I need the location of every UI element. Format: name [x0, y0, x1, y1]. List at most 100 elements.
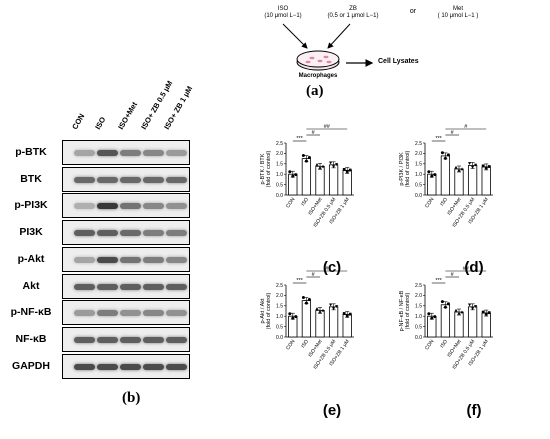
data-point	[318, 165, 322, 169]
data-point	[342, 168, 346, 171]
bar-chart-0: 0.00.51.01.52.02.5p-BTK / BTK(fold of co…	[260, 124, 354, 276]
blot-band	[166, 363, 187, 370]
blot-band	[143, 363, 164, 370]
y-tick-label: 0.0	[276, 193, 283, 199]
blot-band	[143, 336, 164, 343]
data-point	[468, 303, 472, 307]
blot-band	[166, 150, 187, 156]
blot-band	[143, 310, 164, 317]
data-point	[433, 173, 437, 177]
bar-chart-1: 0.00.51.01.52.02.5p-PI3K / PI3K(fold of …	[399, 124, 493, 276]
data-point	[315, 163, 319, 166]
blot-band	[120, 150, 141, 156]
data-point	[487, 311, 491, 315]
y-tick-label: 1.0	[276, 314, 283, 320]
bar	[454, 168, 464, 196]
met-dose: ( 10 μmol L−1 )	[437, 13, 479, 19]
significance-label: ***	[296, 136, 303, 142]
bar	[440, 155, 451, 196]
data-point	[457, 311, 461, 315]
y-tick-label: 2.5	[276, 283, 283, 289]
bar	[467, 165, 478, 196]
y-tick-label: 0.5	[415, 182, 422, 188]
blot-band	[120, 310, 141, 317]
blot-band	[166, 203, 187, 210]
y-axis-label: p-NF-κB / NF-κB	[399, 290, 405, 331]
met-label: Met	[452, 6, 463, 12]
data-point	[427, 170, 431, 174]
significance-label: #	[312, 130, 316, 136]
data-point	[345, 170, 349, 173]
zb-label: ZB	[349, 6, 357, 12]
y-tick-label: 1.5	[415, 304, 422, 310]
blot-band	[97, 203, 118, 210]
data-point	[430, 174, 434, 178]
blot-band	[166, 336, 187, 343]
significance-label: #	[464, 124, 468, 130]
data-point	[342, 312, 346, 315]
data-point	[294, 315, 298, 319]
significance-label: #	[451, 130, 455, 136]
blot-strip	[62, 326, 190, 352]
bar	[328, 164, 339, 196]
x-tick-label: CON	[424, 338, 436, 351]
x-tick-label: ISO	[439, 339, 449, 350]
bar	[467, 306, 478, 338]
blot-row-label: PI3K	[19, 226, 43, 239]
y-tick-label: 0.5	[415, 324, 422, 330]
y-tick-label: 0.0	[276, 335, 283, 341]
y-tick-label: 0.0	[415, 335, 422, 341]
bar	[454, 311, 464, 338]
blot-band	[74, 310, 95, 317]
y-tick-label: 2.0	[276, 293, 283, 299]
blot-row-label: p-NF-κB	[10, 306, 52, 319]
data-point	[307, 298, 311, 302]
data-point	[291, 316, 295, 320]
significance-label: ##	[463, 266, 470, 272]
blot-band	[97, 176, 118, 183]
blot-band	[74, 283, 95, 290]
blot-band	[166, 176, 187, 183]
data-point	[457, 168, 461, 172]
bar	[328, 306, 339, 338]
data-point	[301, 153, 305, 157]
blot-band	[120, 336, 141, 343]
data-point	[307, 156, 311, 160]
y-axis-label-units: (fold of control)	[405, 150, 411, 187]
data-point	[321, 308, 325, 312]
blot-band	[166, 283, 187, 290]
y-tick-label: 2.5	[415, 141, 422, 147]
data-point	[427, 312, 431, 316]
blot-band	[97, 256, 118, 263]
or-text: or	[409, 8, 417, 15]
data-point	[335, 305, 339, 309]
data-point	[288, 170, 292, 174]
blot-row-label: p-PI3K	[14, 199, 48, 212]
panel-label: (e)	[323, 402, 341, 419]
blot-band	[74, 230, 95, 237]
blot-band	[74, 150, 95, 156]
data-point	[460, 167, 464, 171]
panel-label-a: (a)	[306, 83, 324, 99]
bar	[481, 166, 491, 196]
y-axis-label-units: (fold of control)	[405, 292, 411, 329]
blot-band	[120, 230, 141, 237]
blot-band	[143, 203, 164, 210]
significance-label: #	[451, 272, 455, 278]
data-point	[348, 168, 352, 172]
data-point	[301, 295, 305, 299]
data-point	[321, 164, 325, 168]
data-point	[484, 166, 488, 170]
blot-row-label: BTK	[20, 172, 42, 185]
data-point	[487, 165, 491, 168]
bar	[315, 165, 325, 196]
y-axis-label-units: (fold of control)	[266, 150, 272, 187]
data-point	[443, 156, 447, 160]
blot-band	[143, 283, 164, 290]
blot-strip	[62, 273, 190, 299]
schematic-graphics	[282, 23, 374, 71]
data-point	[304, 301, 308, 305]
blot-strip	[62, 353, 190, 379]
blot-band	[143, 256, 164, 263]
